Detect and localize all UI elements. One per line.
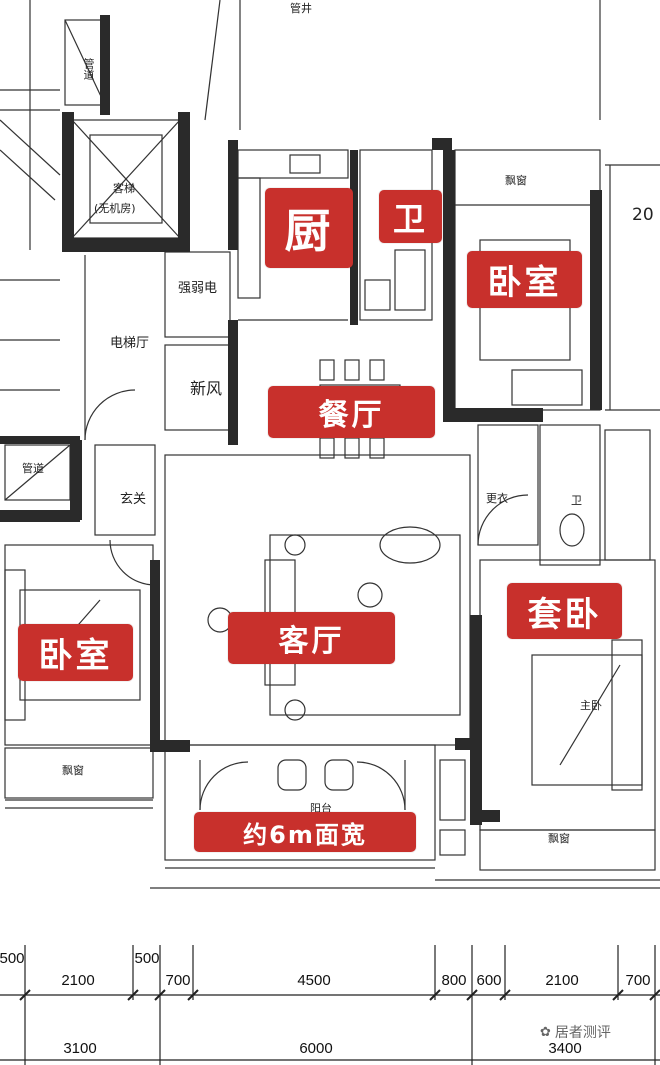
dining-tag: 餐厅 [268,386,435,438]
dimension-label: 500 [134,950,160,967]
watermark: ✿ 居者测评 [540,1022,611,1042]
bathroom-tag: 卫 [379,190,442,243]
dimension-label: 700 [165,972,191,989]
balcony-n-label: 飘窗 [505,174,527,187]
top-duct-label: 管井 [290,2,312,15]
window-se-label: 飘窗 [548,832,570,845]
dimension-label: 2100 [61,972,95,989]
dimension-label: 600 [476,972,502,989]
dimension-label: 2100 [545,972,579,989]
dimension-label: 500 [0,950,25,967]
electrical-room-label: 强弱电 [178,281,218,296]
dimension-label: 3400 [548,1040,582,1057]
fresh-air-label: 新风 [190,379,223,398]
right-edge-text: 20 [632,205,654,225]
elevator-note-label: (无机房) [94,202,136,215]
window-sw-label: 飘窗 [62,764,84,777]
duct-label-left: 管道 [22,462,44,475]
elevator-hall-label: 电梯厅 [110,336,150,351]
dimension-label: 700 [625,972,651,989]
dimension-label: 3100 [63,1040,97,1057]
living-room-tag: 客厅 [228,612,395,664]
dimension-label: 800 [441,972,467,989]
closet-label: 更衣 [486,492,508,505]
balcony-label: 阳台 [310,802,332,815]
bedroom-ne-tag: 卧室 [467,251,582,308]
bedroom-sw-tag: 卧室 [18,624,133,681]
master-bedroom-tag: 套卧 [507,583,622,639]
duct-label-top: 管道 [82,58,95,80]
watermark-text: 居者测评 [554,1025,611,1041]
dimension-label: 4500 [297,972,331,989]
master-label: 主卧 [580,699,602,712]
frontage-tag: 约6m面宽 [194,812,416,852]
kitchen-tag: 厨 [265,188,353,268]
elevator-label: 客梯 [113,182,135,195]
ensuite-bath-label: 卫 [571,494,582,507]
watermark-icon: ✿ [540,1024,551,1040]
entrance-label: 玄关 [120,492,147,507]
dimension-label: 6000 [299,1040,333,1057]
